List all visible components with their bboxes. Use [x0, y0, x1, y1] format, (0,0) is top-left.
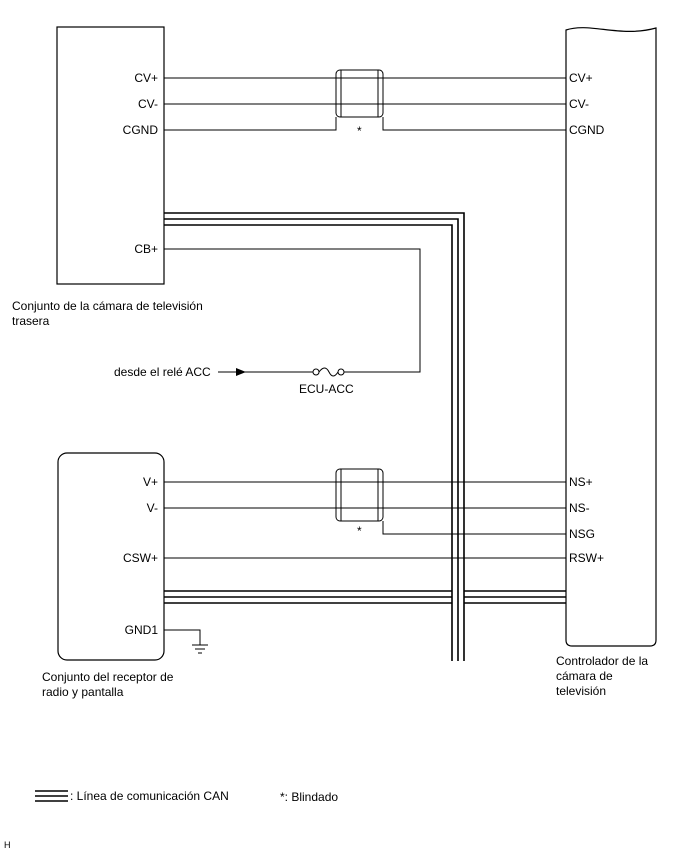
controller-name-3: televisión — [556, 684, 606, 698]
pin-controller-cv-minus: CV- — [569, 97, 589, 111]
pin-controller-cgnd: CGND — [569, 123, 605, 137]
pin-camera-cgnd: CGND — [123, 123, 159, 137]
radio-receiver-box — [57, 452, 165, 661]
wire-cb-plus — [164, 248, 421, 373]
rear-camera-name-2: trasera — [12, 314, 50, 328]
pin-radio-csw-plus: CSW+ — [123, 551, 158, 565]
pin-controller-ns-plus: NS+ — [569, 475, 593, 489]
fuse-label: ECU-ACC — [299, 382, 354, 396]
power-source-label: desde el relé ACC — [114, 365, 211, 379]
controller-box — [565, 27, 657, 647]
pin-controller-ns-minus: NS- — [569, 501, 590, 515]
pin-radio-gnd1: GND1 — [125, 623, 159, 637]
pin-controller-rsw-plus: RSW+ — [569, 551, 604, 565]
pin-camera-cb-plus: CB+ — [134, 242, 158, 256]
controller-name-1: Controlador de la — [556, 654, 648, 668]
shield-top — [335, 69, 384, 118]
shield-marker-bottom: * — [357, 524, 362, 538]
arrow-icon — [236, 368, 246, 376]
pin-radio-v-minus: V- — [147, 501, 158, 515]
pin-camera-cv-minus: CV- — [138, 97, 158, 111]
legend-can-text: : Línea de comunicación CAN — [70, 789, 229, 803]
rear-camera-box — [56, 26, 165, 285]
radio-receiver-name-2: radio y pantalla — [42, 685, 124, 699]
wire-gnd1 — [164, 629, 201, 645]
pin-controller-nsg: NSG — [569, 527, 595, 541]
pin-camera-cv-plus: CV+ — [134, 71, 158, 85]
pin-controller-cv-plus: CV+ — [569, 71, 593, 85]
shield-marker-top: * — [357, 124, 362, 138]
wire-cgnd-right — [382, 117, 566, 131]
rear-camera-name-1: Conjunto de la cámara de televisión — [12, 299, 203, 313]
wire-nsg — [382, 521, 566, 535]
legend-can-symbol — [35, 790, 68, 802]
corner-mark: H — [4, 840, 11, 850]
legend-shielded-text: *: Blindado — [280, 790, 338, 804]
wire-cgnd — [164, 117, 337, 131]
fuse-icon — [312, 367, 345, 377]
pin-radio-v-plus: V+ — [143, 475, 158, 489]
radio-receiver-name-1: Conjunto del receptor de — [42, 670, 174, 684]
can-bus — [164, 212, 566, 661]
shield-bottom — [335, 468, 384, 522]
ground-icon — [192, 644, 208, 654]
controller-name-2: cámara de — [556, 669, 613, 683]
